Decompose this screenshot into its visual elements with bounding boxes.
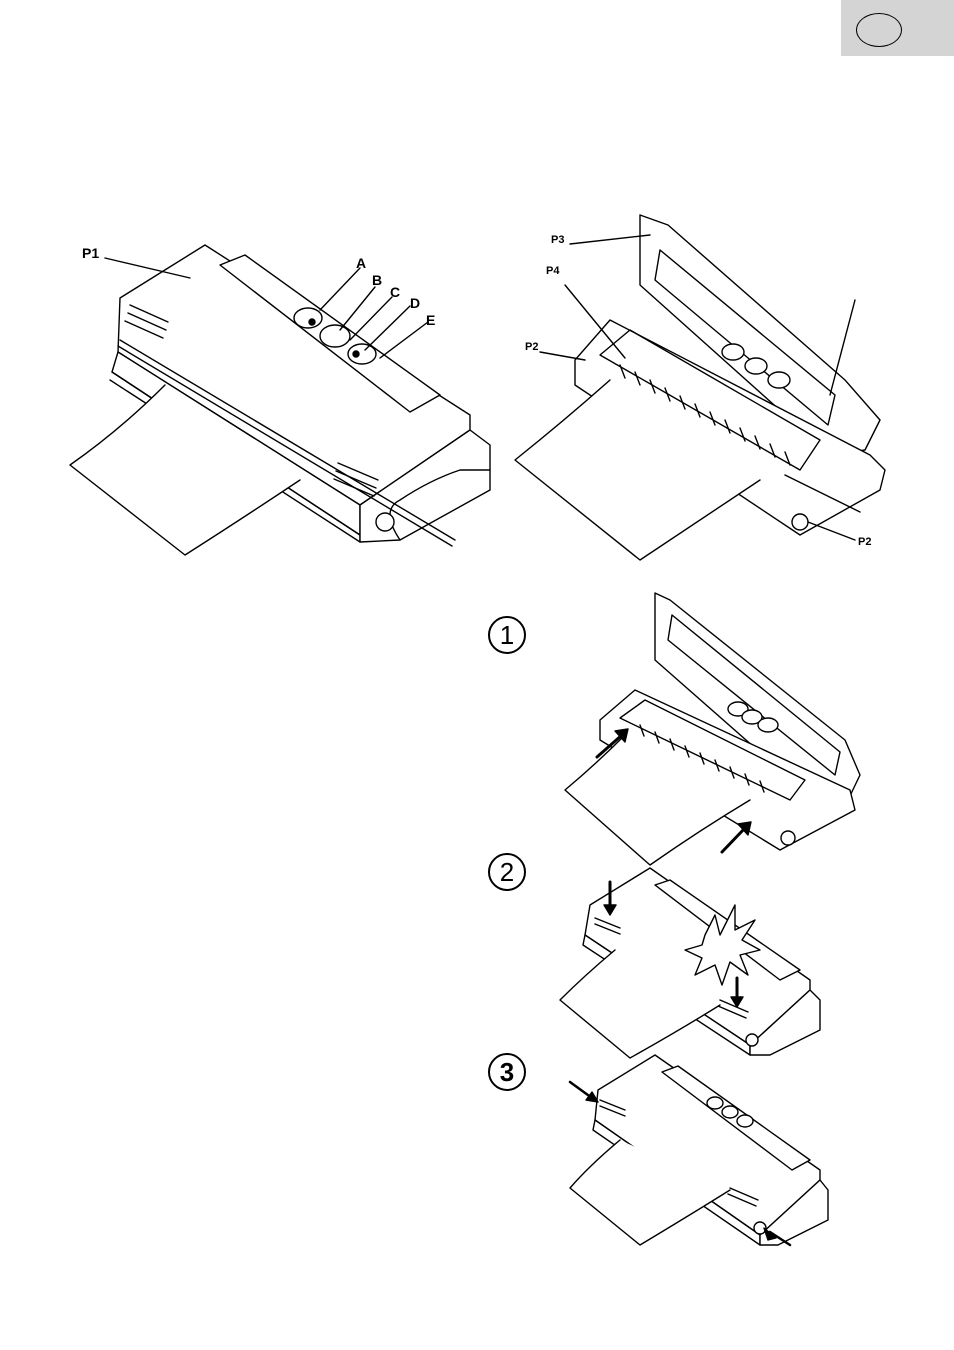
figure-closed-sealer <box>70 245 490 555</box>
label-p3: P3 <box>551 234 564 246</box>
step-2-marker: 2 <box>488 853 526 891</box>
label-e: E <box>426 312 435 328</box>
label-p1: P1 <box>82 245 99 261</box>
figure-open-sealer <box>515 215 885 560</box>
label-p4: P4 <box>546 265 559 277</box>
figure-step-2 <box>560 868 820 1058</box>
label-d: D <box>410 295 420 311</box>
label-p2-right: P2 <box>858 536 871 548</box>
label-p2-left: P2 <box>525 341 538 353</box>
label-a: A <box>356 255 366 271</box>
label-b: B <box>372 272 382 288</box>
figure-step-3 <box>570 1055 828 1245</box>
step-3-marker: 3 <box>488 1053 526 1091</box>
step-1-marker: 1 <box>488 616 526 654</box>
figure-step-1 <box>565 593 860 865</box>
label-c: C <box>390 284 400 300</box>
